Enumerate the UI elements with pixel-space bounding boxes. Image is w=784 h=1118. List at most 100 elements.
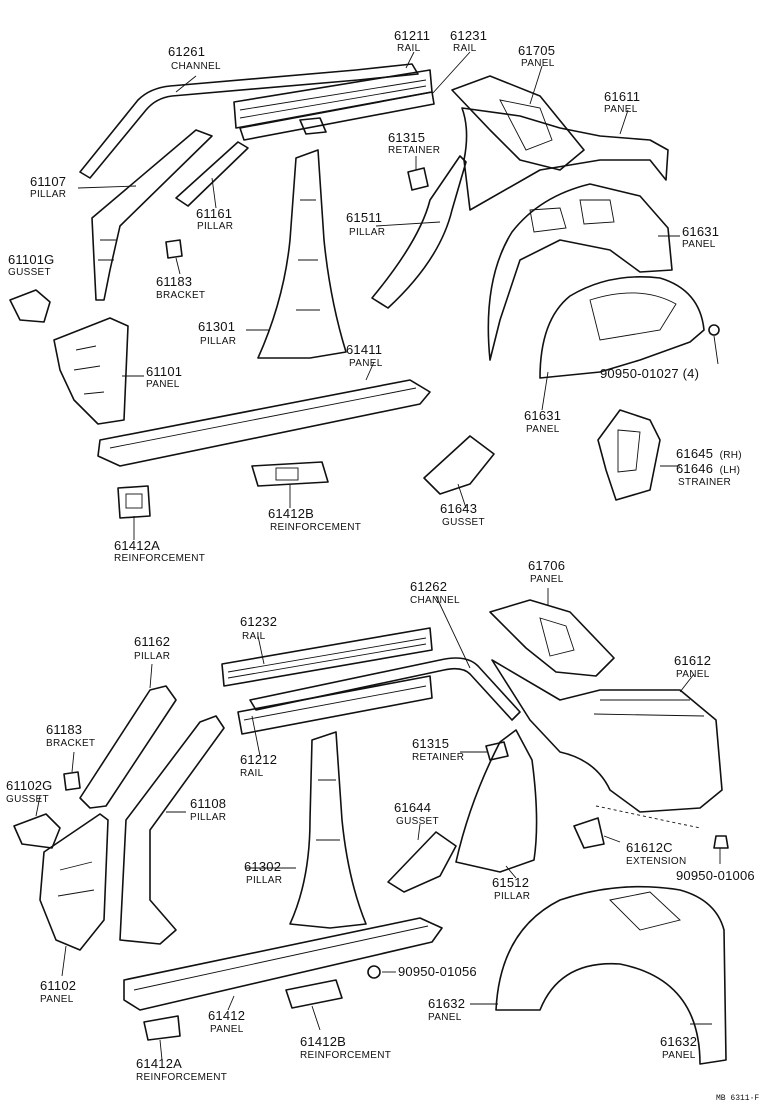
label-number: 61183 xyxy=(46,722,82,737)
label-number: 61161 xyxy=(196,206,232,221)
part-61162-pillar[interactable] xyxy=(79,685,177,809)
part-61231-rail[interactable] xyxy=(239,91,435,141)
part-61645-61646-strainer[interactable] xyxy=(597,409,661,501)
label-name: PANEL xyxy=(682,239,716,250)
label-number: 61101G xyxy=(8,252,55,267)
label-number: 61706 xyxy=(528,558,565,573)
part-61632-wheelhouse[interactable] xyxy=(495,885,727,1065)
label-name: PILLAR xyxy=(134,651,170,662)
part-61611-panel[interactable] xyxy=(461,107,669,211)
label-name: REINFORCEMENT xyxy=(136,1072,227,1083)
part-61631-panel[interactable] xyxy=(487,183,673,361)
part-61183-bracket[interactable] xyxy=(165,239,183,259)
part-61212-rail[interactable] xyxy=(237,675,433,735)
label-name: RETAINER xyxy=(388,145,440,156)
part-61183-bracket-lower[interactable] xyxy=(63,771,81,791)
part-90950-01006-clip[interactable] xyxy=(713,835,729,849)
part-61411-panel[interactable] xyxy=(97,379,431,467)
label-number: 61261 xyxy=(168,44,205,59)
part-90950-01056-clip[interactable] xyxy=(367,965,381,979)
label-name: RAIL xyxy=(242,631,266,642)
label-name: GUSSET xyxy=(6,794,49,805)
label-number: 61632 xyxy=(428,996,465,1011)
label-name: REINFORCEMENT xyxy=(114,553,205,564)
label-number: 61643 xyxy=(440,501,477,516)
label-name: PILLAR xyxy=(349,227,385,238)
label-number: 61101 xyxy=(146,364,182,379)
label-number: 61412B xyxy=(300,1034,346,1049)
part-61301-pillar[interactable] xyxy=(257,149,347,359)
label-name: RAIL xyxy=(453,43,477,54)
label-number: 61315 xyxy=(388,130,425,145)
part-61706-panel[interactable] xyxy=(489,599,615,677)
label-number: 61302 xyxy=(244,859,281,874)
part-61612-panel[interactable] xyxy=(491,659,723,813)
label-name: PANEL xyxy=(530,574,564,585)
part-61232-rail[interactable] xyxy=(221,627,433,687)
label-name: GUSSET xyxy=(442,517,485,528)
label-61645: 61645 (RH) xyxy=(676,445,742,462)
label-name: PILLAR xyxy=(200,336,236,347)
part-61644-gusset[interactable] xyxy=(387,831,457,893)
part-61412A-reinforcement-lower[interactable] xyxy=(143,1015,181,1041)
label-number: 61612C xyxy=(626,840,673,855)
label-number: 61631 xyxy=(524,408,561,423)
labels: 61261 CHANNEL 61211 RAIL 61231 RAIL 6170… xyxy=(6,28,759,1103)
part-61412-panel[interactable] xyxy=(123,917,443,1011)
part-61102-panel[interactable] xyxy=(39,813,109,951)
label-name: RAIL xyxy=(240,768,264,779)
part-61315-retainer[interactable] xyxy=(407,167,429,191)
leader-lines xyxy=(35,51,721,1061)
label-number: 61183 xyxy=(156,274,192,289)
label-name: REINFORCEMENT xyxy=(300,1050,391,1061)
diagram-top xyxy=(9,63,720,519)
label-name: PANEL xyxy=(521,58,555,69)
part-61705-panel[interactable] xyxy=(451,75,585,171)
part-90950-01027-clip[interactable] xyxy=(708,324,720,336)
part-61302-pillar[interactable] xyxy=(289,731,367,929)
label-name: GUSSET xyxy=(8,267,51,278)
label-name: EXTENSION xyxy=(626,856,687,867)
label-number: 61412A xyxy=(114,538,160,553)
label-number: 61412 xyxy=(208,1008,245,1023)
part-61631-wheelhouse[interactable] xyxy=(539,276,705,379)
part-61412B-reinforcement[interactable] xyxy=(251,461,329,487)
label-number: 61231 xyxy=(450,28,487,43)
part-61412B-reinforcement-lower[interactable] xyxy=(285,979,343,1009)
label-name: PANEL xyxy=(428,1012,462,1023)
label-number: 61611 xyxy=(604,89,640,104)
part-61511-pillar[interactable] xyxy=(371,155,467,309)
part-61643-gusset[interactable] xyxy=(423,435,495,495)
part-61108-pillar[interactable] xyxy=(119,715,225,945)
label-name: PANEL xyxy=(662,1050,696,1061)
drawing-code: MB 6311·F xyxy=(716,1094,759,1103)
part-61512-pillar[interactable] xyxy=(455,729,538,873)
label-number: 61232 xyxy=(240,614,277,629)
part-61612C-extension[interactable] xyxy=(573,817,605,849)
label-number: 61412A xyxy=(136,1056,182,1071)
label-number: 61511 xyxy=(346,210,382,225)
part-61101G-gusset[interactable] xyxy=(9,289,51,323)
part-61211-rail[interactable] xyxy=(233,69,433,135)
part-61101-panel[interactable] xyxy=(53,317,129,425)
part-61262-channel[interactable] xyxy=(249,657,521,721)
part-61412A-reinforcement[interactable] xyxy=(117,485,151,519)
label-61646: 61646 (LH) xyxy=(676,460,740,477)
part-61161-pillar[interactable] xyxy=(175,141,249,207)
label-name: RETAINER xyxy=(412,752,464,763)
label-name: PANEL xyxy=(210,1024,244,1035)
label-number: 90950-01006 xyxy=(676,868,755,883)
part-61102G-gusset[interactable] xyxy=(13,813,61,849)
label-number: 61631 xyxy=(682,224,719,239)
label-number: 61211 xyxy=(394,28,430,43)
part-61261-channel[interactable] xyxy=(79,63,419,179)
label-name: REINFORCEMENT xyxy=(270,522,361,533)
label-number: 61632 xyxy=(660,1034,697,1049)
label-number: 61411 xyxy=(346,342,382,357)
label-name: PANEL xyxy=(604,104,638,115)
part-61107-pillar[interactable] xyxy=(91,129,213,301)
label-number: 61102 xyxy=(40,978,76,993)
part-61315-retainer-lower[interactable] xyxy=(485,741,509,761)
label-number: 61162 xyxy=(134,634,170,649)
label-name: RAIL xyxy=(397,43,421,54)
